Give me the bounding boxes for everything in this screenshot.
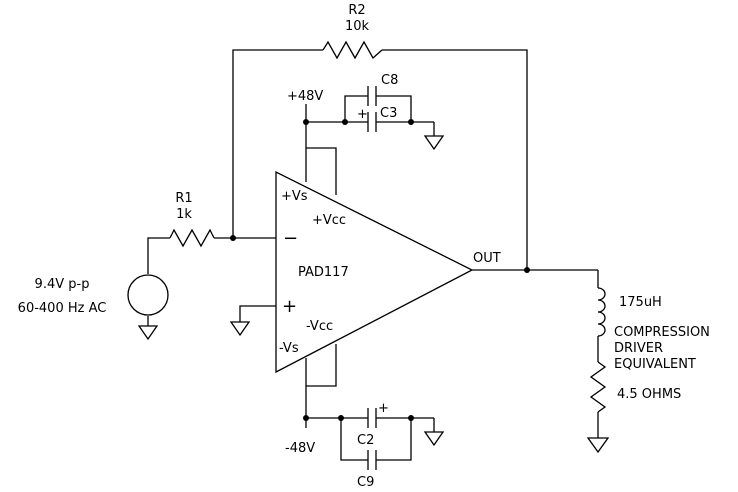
junction-dot [230,235,236,241]
opamp-pin-plus-vcc: +Vcc [312,213,346,228]
noninverting-input-sign: + [282,296,297,317]
inverting-input-sign: − [283,228,298,249]
capacitor-c8 [367,86,377,106]
junction-dot [408,119,414,125]
noninverting-ground-wire [239,305,276,322]
junction-dot [524,267,530,273]
capacitor-c2 [367,408,377,428]
c8-ref: C8 [381,73,398,88]
ground-symbol [137,325,159,341]
negative-rail-label: -48V [285,441,315,456]
junction-dot [303,119,309,125]
inductor [597,287,606,337]
load-resistor [589,361,607,413]
opamp-name: PAD117 [298,265,349,280]
source-frequency: 60-400 Hz AC [18,301,107,316]
opamp-pin-minus-vcc: -Vcc [306,319,333,334]
positive-rail-label: +48V [287,89,323,104]
opamp-output-label: OUT [473,251,501,266]
r2-ref: R2 [348,3,365,18]
r2-value: 10k [345,19,370,34]
load-inductance: 175uH [619,295,662,310]
junction-dot [338,415,344,421]
c3-polarity: + [357,107,368,122]
capacitor-c9 [367,450,377,470]
r1-ref: R1 [175,191,192,206]
junction-dot [303,415,309,421]
opamp-pin-minus-vs: -Vs [279,341,299,356]
positive-supply-wiring [305,95,435,195]
ground-symbol [423,135,445,151]
capacitor-c3 [367,112,377,132]
source-amplitude: 9.4V p-p [35,277,90,292]
c3-ref: C3 [380,106,397,121]
c2-ref: C2 [357,433,374,448]
ground-symbol [229,321,251,337]
r1-value: 1k [176,207,192,222]
opamp-triangle [275,170,474,374]
c9-ref: C9 [357,475,374,490]
load-resistance: 4.5 OHMS [617,387,681,402]
load-desc-line2: DRIVER [614,341,663,356]
junction-dot [408,415,414,421]
resistor-r1 [169,228,215,248]
opamp-pin-plus-vs: +Vs [281,189,308,204]
ac-source [127,274,169,316]
junction-dot [342,119,348,125]
ground-symbol [586,437,610,454]
ground-symbol [423,431,445,447]
load-desc-line1: COMPRESSION [614,325,710,340]
load-desc-line3: EQUIVALENT [614,357,696,372]
c2-polarity: + [378,401,389,416]
resistor-r2 [322,40,383,60]
feedback-wire [232,49,528,270]
input-wire [147,237,170,274]
